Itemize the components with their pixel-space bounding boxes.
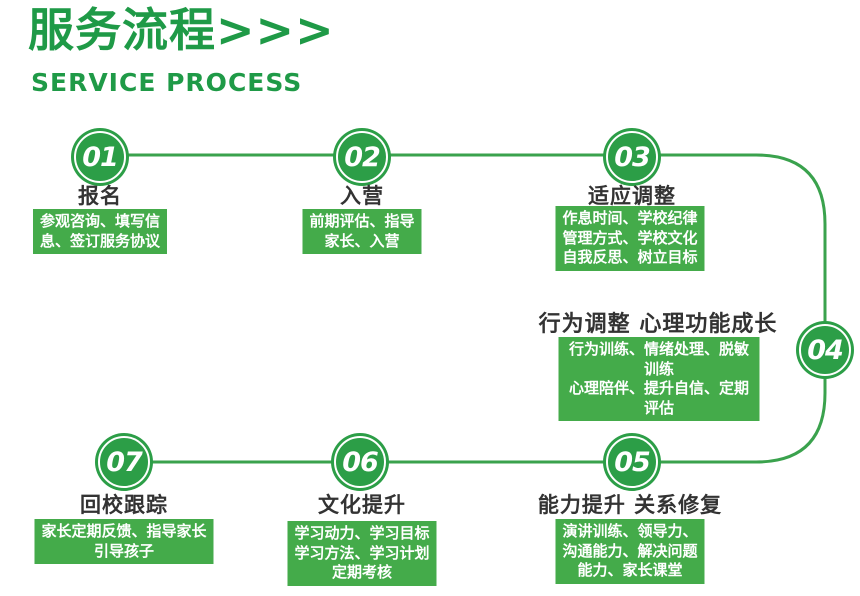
step-detail-04: 行为训练、情绪处理、脱敏训练 心理陪伴、提升自信、定期评估 <box>558 337 760 421</box>
step-number: 02 <box>344 141 381 173</box>
step-detail-06: 学习动力、学习目标 学习方法、学习计划 定期考核 <box>287 521 437 586</box>
step-circle-06: 06 <box>331 433 389 491</box>
step-label-04: 行为调整 心理功能成长 <box>538 312 778 337</box>
circle-ring <box>98 436 150 488</box>
step-detail-02: 前期评估、指导 家长、入营 <box>302 209 422 254</box>
step-circle-04: 04 <box>796 321 854 379</box>
step-label-01: 报名 <box>78 184 122 208</box>
step-circle-03: 03 <box>603 128 661 186</box>
step-circle-01: 01 <box>71 128 129 186</box>
circle-ring <box>74 131 126 183</box>
step-number: 04 <box>807 334 844 366</box>
step-circle-07: 07 <box>95 433 153 491</box>
circle-ring <box>336 131 388 183</box>
step-number: 03 <box>614 141 651 173</box>
step-circle-05: 05 <box>603 433 661 491</box>
circle-ring <box>606 131 658 183</box>
step-label-02: 入营 <box>340 184 384 208</box>
step-number: 06 <box>342 446 379 478</box>
step-label-07: 回校跟踪 <box>80 493 168 517</box>
step-number: 01 <box>82 141 119 173</box>
step-label-05: 能力提升 关系修复 <box>537 493 723 517</box>
circle-ring <box>334 436 386 488</box>
circle-ring <box>606 436 658 488</box>
step-detail-05: 演讲训练、领导力、 沟通能力、解决问题 能力、家长课堂 <box>555 519 705 584</box>
step-label-06: 文化提升 <box>318 493 406 517</box>
page-title: 服务流程>>> <box>28 3 335 57</box>
step-detail-01: 参观咨询、填写信 息、签订服务协议 <box>32 209 168 254</box>
step-detail-03: 作息时间、学校纪律 管理方式、学校文化 自我反思、树立目标 <box>555 206 705 271</box>
page-subtitle: SERVICE PROCESS <box>31 68 303 97</box>
step-number: 05 <box>614 446 651 478</box>
step-detail-07: 家长定期反馈、指导家长 引导孩子 <box>34 519 214 564</box>
step-circle-02: 02 <box>333 128 391 186</box>
circle-ring <box>799 324 851 376</box>
step-label-03: 适应调整 <box>588 184 676 208</box>
step-number: 07 <box>106 446 143 478</box>
